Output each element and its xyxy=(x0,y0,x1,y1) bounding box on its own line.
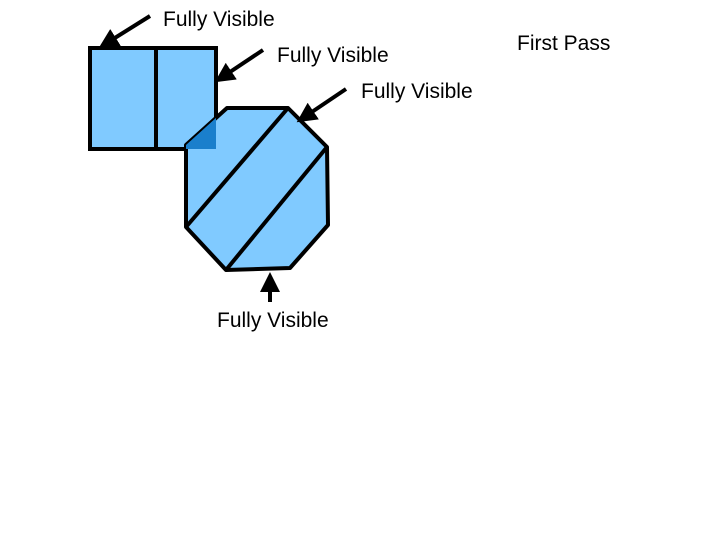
arrow-right xyxy=(296,87,348,123)
octagon-stripe-2 xyxy=(224,145,329,272)
slide-heading: First Pass xyxy=(517,32,610,55)
arrow-middle xyxy=(214,48,265,83)
square-body xyxy=(88,46,218,151)
label-bottom: Fully Visible xyxy=(217,309,329,332)
square-shape xyxy=(88,46,218,151)
label-top: Fully Visible xyxy=(163,8,275,31)
octagon-stripe-1 xyxy=(184,106,290,229)
octagon-shape xyxy=(184,106,330,272)
arrow-top xyxy=(98,14,152,49)
label-right: Fully Visible xyxy=(361,80,473,103)
overlap-region xyxy=(186,117,216,149)
label-middle: Fully Visible xyxy=(277,44,389,67)
